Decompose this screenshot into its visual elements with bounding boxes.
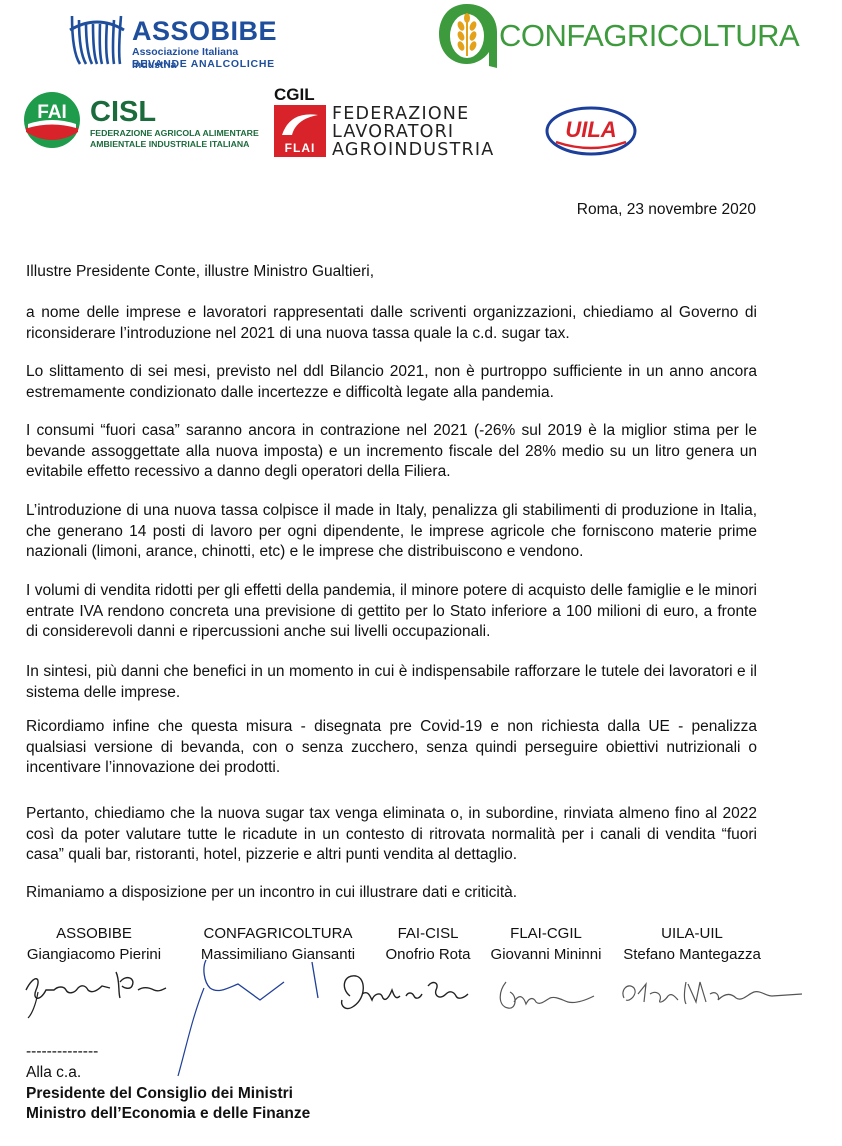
signature-pierini xyxy=(25,971,167,1019)
uila-ellipse-icon xyxy=(545,106,637,156)
signatory-org: FAI-CISL xyxy=(397,925,459,942)
assobibe-subtitle-1: Associazione Italiana Industria xyxy=(132,46,239,71)
signatory-name: Onofrio Rota xyxy=(385,945,471,963)
footer-recipient-1: Presidente del Consiglio dei Ministri xyxy=(26,1085,293,1102)
signatory-flai-cgil: FLAI-CGIL Giovanni Mininni xyxy=(484,924,608,965)
signatory-name: Giovanni Mininni xyxy=(490,945,602,963)
signatory-assobibe: ASSOBIBE Giangiacomo Pierini xyxy=(14,924,174,965)
logo-confagricoltura: CONFAGRICOLTURA xyxy=(437,0,800,72)
flai-line-1: FEDERAZIONE xyxy=(332,104,470,124)
logo-fai-cisl: FAI CISL FEDERAZIONE AGRICOLA ALIMENTARE… xyxy=(22,90,262,152)
salutation: Illustre Presidente Conte, illustre Mini… xyxy=(26,263,375,280)
signatory-org: CONFAGRICOLTURA xyxy=(203,925,353,942)
paragraph-1: a nome delle imprese e lavoratori rappre… xyxy=(26,304,757,342)
assobibe-name: ASSOBIBE xyxy=(132,16,278,46)
paragraph-4: L’introduzione di una nuova tassa colpis… xyxy=(26,502,757,560)
signatory-name: Massimiliano Giansanti xyxy=(200,945,356,963)
letter-date: Roma, 23 novembre 2020 xyxy=(576,201,756,218)
signatory-uila-uil: UILA-UIL Stefano Mantegazza xyxy=(612,924,772,965)
signatory-name: Stefano Mantegazza xyxy=(623,945,761,963)
paragraph-2: Lo slittamento di sei mesi, previsto nel… xyxy=(26,363,757,401)
assobibe-emblem-icon xyxy=(69,15,125,65)
signatory-org: ASSOBIBE xyxy=(56,925,132,942)
cisl-subtitle-2: AMBIENTALE INDUSTRIALE ITALIANA xyxy=(90,139,250,149)
signatory-confagricoltura: CONFAGRICOLTURA Massimiliano Giansanti xyxy=(190,924,366,965)
uila-name: UILA xyxy=(565,117,617,142)
footer-recipient-2: Ministro dell’Economia e delle Finanze xyxy=(26,1105,311,1122)
signatory-name: Giangiacomo Pierini xyxy=(26,945,162,963)
flai-line-3: AGROINDUSTRIA xyxy=(332,140,495,160)
paragraph-5: I volumi di vendita ridotti per gli effe… xyxy=(26,582,757,640)
fai-badge-text: FAI xyxy=(37,102,67,123)
paragraph-7: Ricordiamo infine che questa misura - di… xyxy=(26,718,757,776)
confagricoltura-emblem-icon xyxy=(439,4,497,68)
logo-assobibe: ASSOBIBE Associazione Italiana Industria… xyxy=(68,12,278,71)
flai-badge-icon xyxy=(274,105,326,157)
footer-separator: -------------- xyxy=(26,1043,99,1060)
confagricoltura-name: CONFAGRICOLTURA xyxy=(499,18,800,53)
paragraph-9: Rimaniamo a disposizione per un incontro… xyxy=(26,884,518,901)
signatory-org: UILA-UIL xyxy=(661,925,723,942)
footer-attention: Alla c.a. xyxy=(26,1064,82,1081)
fai-badge-icon xyxy=(24,92,80,148)
signature-giansanti xyxy=(177,959,319,1077)
assobibe-subtitle-2: BEVANDE ANALCOLICHE xyxy=(132,58,275,70)
signatory-org: FLAI-CGIL xyxy=(510,925,582,942)
signature-rota xyxy=(340,975,469,1010)
paragraph-8: Pertanto, chiediamo che la nuova sugar t… xyxy=(26,805,757,863)
paragraph-6: In sintesi, più danni che benefici in un… xyxy=(26,663,757,701)
cgil-text: CGIL xyxy=(274,85,315,104)
flai-badge-text: FLAI xyxy=(284,141,316,155)
paragraph-3: I consumi “fuori casa” saranno ancora in… xyxy=(26,422,757,480)
signature-mininni xyxy=(499,981,595,1009)
cisl-subtitle-1: FEDERAZIONE AGRICOLA ALIMENTARE xyxy=(90,128,259,138)
logo-flai-cgil: CGIL FLAI FEDERAZIONE LAVORATORI AGROIND… xyxy=(274,85,493,160)
cisl-name: CISL xyxy=(90,96,157,128)
signatory-fai-cisl: FAI-CISL Onofrio Rota xyxy=(378,924,478,965)
signature-mantegazza xyxy=(622,981,803,1005)
logo-uila: UILA xyxy=(544,104,638,158)
flai-line-2: LAVORATORI xyxy=(332,122,455,142)
